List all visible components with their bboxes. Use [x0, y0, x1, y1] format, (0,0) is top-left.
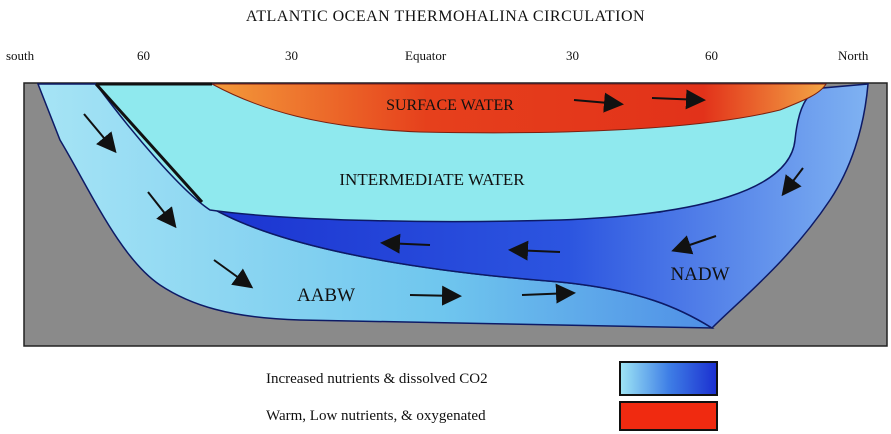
axis-label-30-south: 30	[285, 48, 298, 63]
surface-arrow-1	[573, 92, 624, 113]
legend-swatch-warm	[619, 401, 718, 431]
nadw-arrow-north-1	[781, 167, 804, 197]
aabw-arrow-5	[521, 283, 576, 304]
nadw-arrow-4	[380, 233, 431, 254]
surface-water-mass	[211, 83, 827, 134]
axis-label-north: North	[838, 48, 869, 63]
intermediate-water-label: INTERMEDIATE WATER	[339, 170, 525, 189]
surface-water-label: SURFACE WATER	[386, 97, 514, 114]
legend-label-warm: Warm, Low nutrients, & oxygenated	[266, 408, 486, 424]
legend-label-nutrients: Increased nutrients & dissolved CO2	[266, 371, 488, 387]
axis-label-60-south: 60	[137, 48, 150, 63]
aabw-label: AABW	[297, 285, 355, 306]
nadw-label: NADW	[670, 264, 729, 285]
nadw-arrow-3	[508, 240, 561, 261]
axis-label-south: south	[6, 48, 35, 63]
nadw-arrow-2	[671, 235, 717, 255]
surface-arrow-2	[651, 89, 706, 110]
axis-label-30-north: 30	[566, 48, 579, 63]
axis-label-equator: Equator	[405, 48, 447, 63]
aabw-arrow-2	[147, 191, 177, 229]
axis-label-60-north: 60	[705, 48, 718, 63]
aabw-arrow-3	[213, 259, 254, 289]
aabw-arrow-4	[409, 285, 462, 306]
aabw-arrow-1	[83, 113, 117, 154]
legend-swatch-nutrients	[619, 361, 718, 396]
boundary-line	[94, 82, 204, 204]
diagram-title: ATLANTIC OCEAN THERMOHALINA CIRCULATION	[245, 8, 646, 25]
